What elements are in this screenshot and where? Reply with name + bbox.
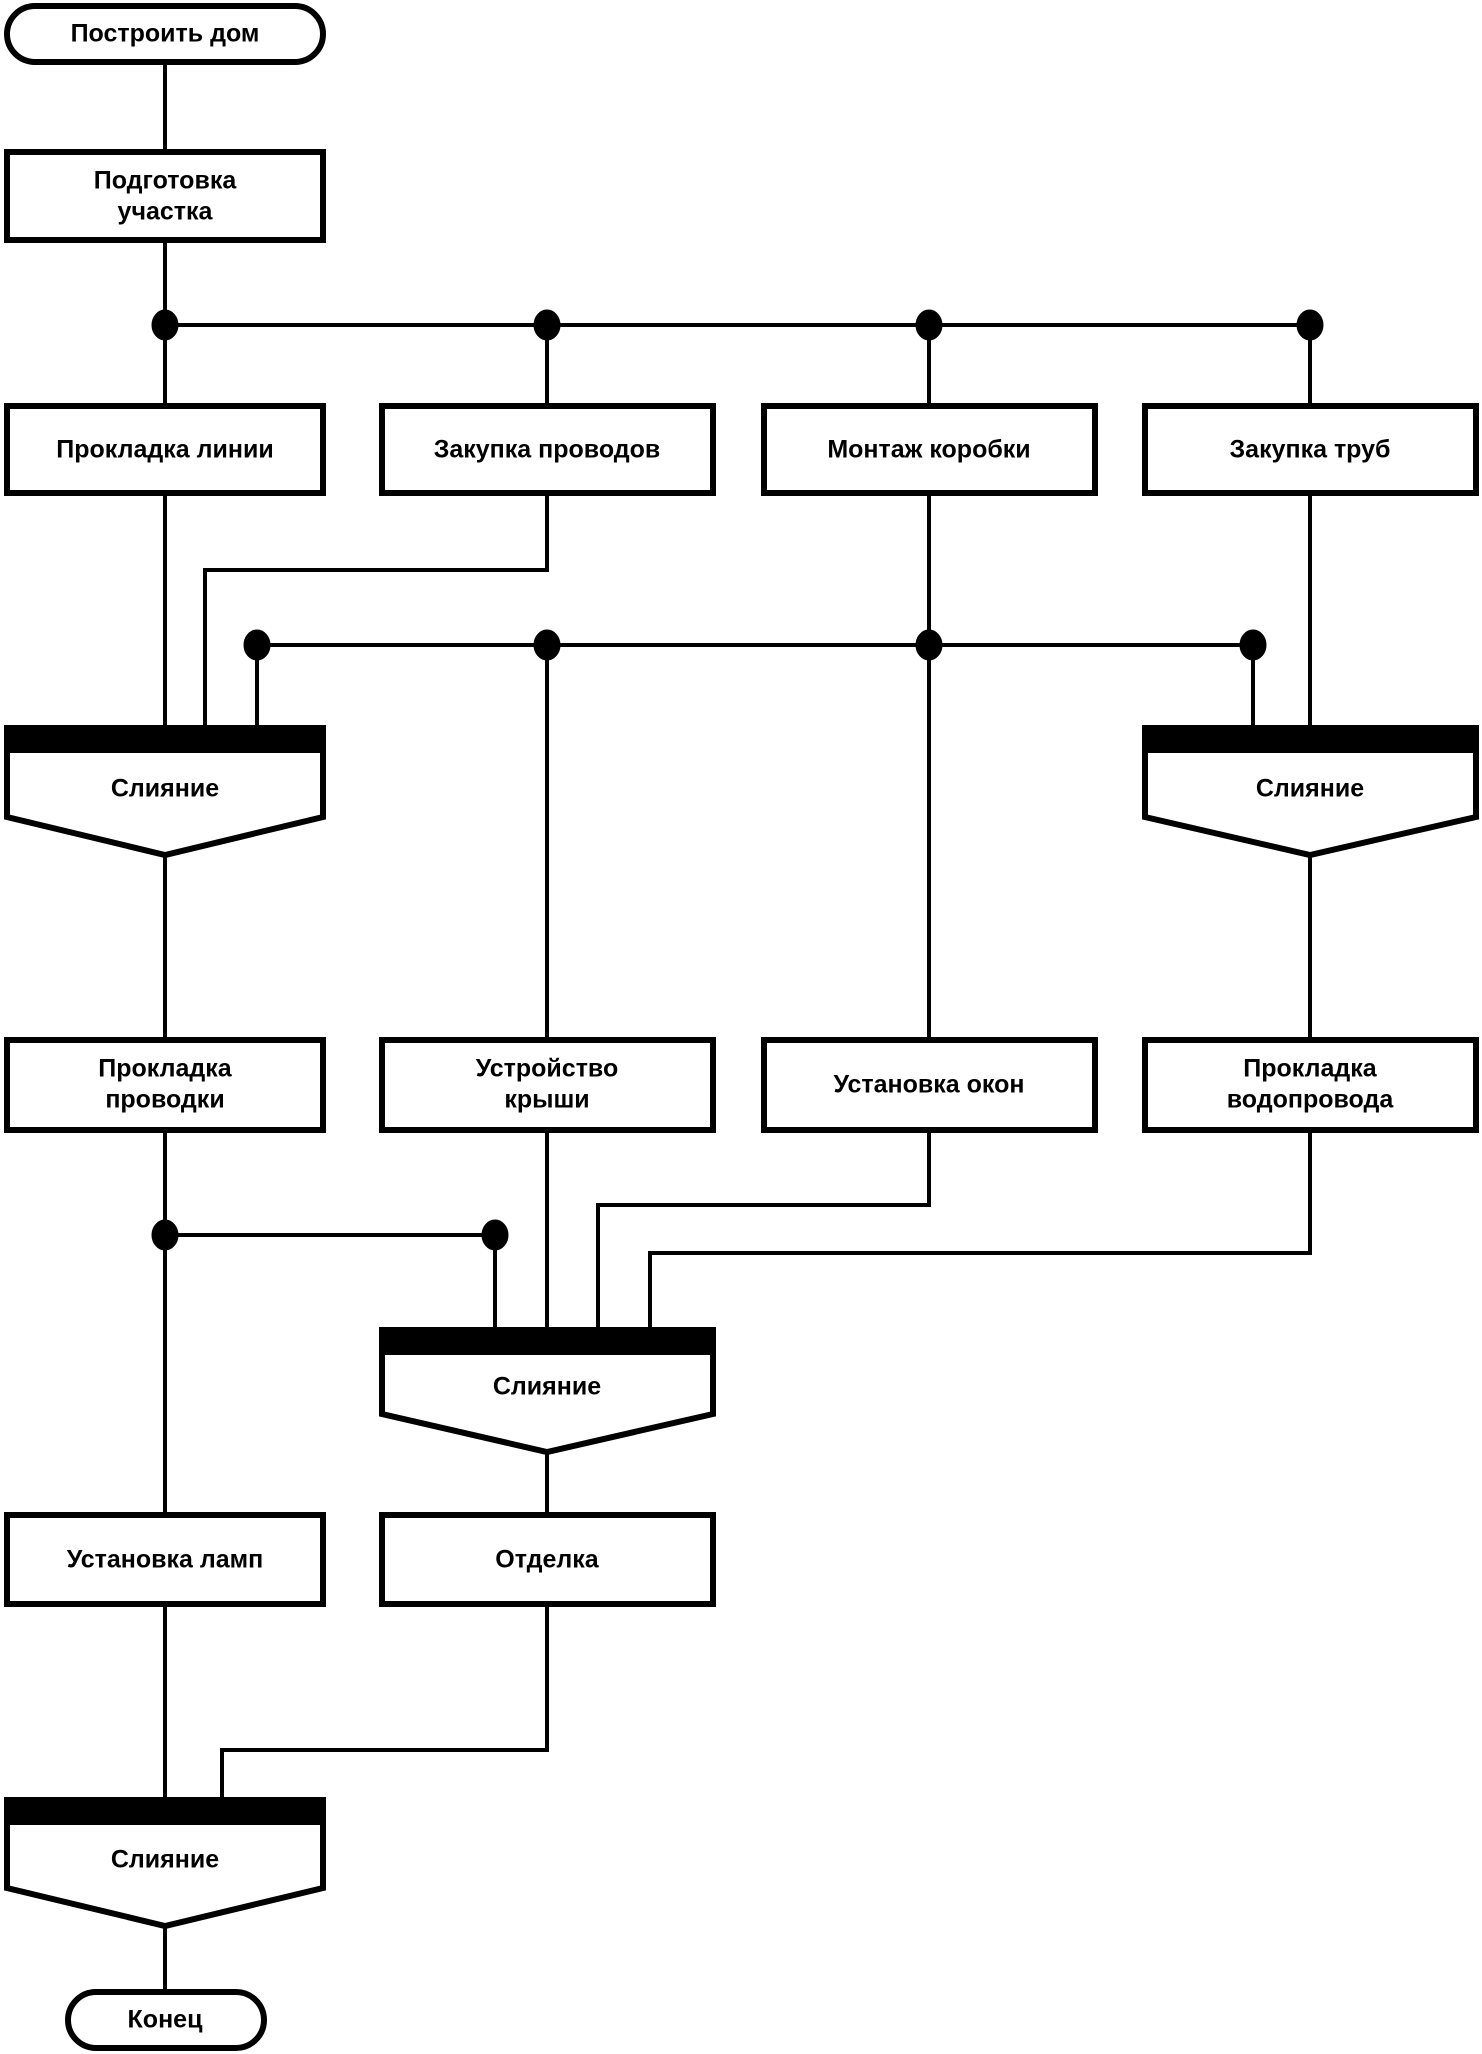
node-plumbing[interactable]: Прокладка водопровода <box>1142 1037 1479 1133</box>
lamps-box <box>4 1512 326 1607</box>
buy-wires-box <box>379 403 716 496</box>
node-merge-right-1[interactable]: Слияние <box>1142 725 1479 859</box>
node-windows[interactable]: Установка окон <box>761 1037 1098 1133</box>
roofing-label-line1: Устройство <box>476 1055 619 1083</box>
node-merge-mid[interactable]: Слияние <box>379 1327 716 1456</box>
merge-left-1-bar <box>6 727 324 753</box>
roofing-box <box>379 1037 716 1133</box>
finishing-box <box>379 1512 716 1607</box>
plumbing-label-line1: Прокладка <box>1243 1055 1377 1083</box>
node-line-laying[interactable]: Прокладка линии <box>4 403 326 496</box>
node-merge-left-1[interactable]: Слияние <box>4 725 326 859</box>
node-wiring[interactable]: Прокладка проводки <box>4 1037 326 1133</box>
edge-finishing-to-merge-bottom <box>220 1604 549 1800</box>
buy-pipes-label: Закупка труб <box>1230 436 1391 464</box>
windows-label: Установка окон <box>834 1071 1025 1099</box>
line-laying-box <box>4 403 326 496</box>
merge-bottom-bar <box>6 1799 324 1825</box>
fork-dot-1b[interactable] <box>533 309 561 341</box>
fork-row-2 <box>243 629 1267 661</box>
end-label: Конец <box>128 2006 204 2034</box>
fork-dot-3a[interactable] <box>151 1219 179 1251</box>
node-roofing[interactable]: Устройство крыши <box>379 1037 716 1133</box>
line-laying-label: Прокладка линии <box>56 436 273 464</box>
node-buy-wires[interactable]: Закупка проводов <box>379 403 716 496</box>
end-terminator-shape <box>65 1989 267 2051</box>
node-lamps[interactable]: Установка ламп <box>4 1512 326 1607</box>
site-prep-label-line2: участка <box>118 198 214 226</box>
fork-dot-2a[interactable] <box>243 629 271 661</box>
finishing-label: Отделка <box>495 1546 600 1574</box>
windows-box <box>761 1037 1098 1133</box>
edge-windows-to-merge-mid <box>596 1130 931 1330</box>
wiring-label-line2: проводки <box>105 1086 224 1114</box>
merge-right-1-bar <box>1144 727 1477 753</box>
buy-wires-label: Закупка проводов <box>434 436 661 464</box>
node-finishing[interactable]: Отделка <box>379 1512 716 1607</box>
start-label: Построить дом <box>71 20 260 48</box>
node-box-mount[interactable]: Монтаж коробки <box>761 403 1098 496</box>
plumbing-label-line2: водопровода <box>1227 1086 1395 1114</box>
fork-dot-1d[interactable] <box>1296 309 1324 341</box>
plumbing-box <box>1142 1037 1479 1133</box>
merge-right-1-label: Слияние <box>1256 775 1364 803</box>
site-prep-box <box>4 149 326 243</box>
edge-buy-wires-to-merge-left <box>203 493 549 728</box>
wiring-label-line1: Прокладка <box>98 1055 232 1083</box>
lamps-label: Установка ламп <box>67 1546 264 1574</box>
merge-mid-label: Слияние <box>493 1373 601 1401</box>
node-start[interactable]: Построить дом <box>4 3 326 65</box>
wiring-box <box>4 1037 326 1133</box>
site-prep-label-line1: Подготовка <box>94 167 238 195</box>
fork-dot-2c[interactable] <box>915 629 943 661</box>
roofing-label-line2: крыши <box>504 1086 589 1114</box>
fork-dot-2d[interactable] <box>1239 629 1267 661</box>
fork-dot-3b[interactable] <box>481 1219 509 1251</box>
fork-row-1 <box>151 309 1324 341</box>
merge-left-1-label: Слияние <box>111 775 219 803</box>
node-merge-bottom[interactable]: Слияние <box>4 1797 326 1930</box>
box-mount-label: Монтаж коробки <box>827 436 1030 464</box>
edge-layer <box>163 62 1312 1992</box>
merge-mid-bar <box>381 1329 714 1355</box>
box-mount-box <box>761 403 1098 496</box>
fork-dot-1c[interactable] <box>915 309 943 341</box>
merge-bottom-label: Слияние <box>111 1846 219 1874</box>
node-buy-pipes[interactable]: Закупка труб <box>1142 403 1479 496</box>
edge-plumbing-to-merge-mid <box>648 1130 1312 1330</box>
node-end[interactable]: Конец <box>65 1989 267 2051</box>
fork-dot-2b[interactable] <box>533 629 561 661</box>
fork-row-3 <box>151 1219 509 1251</box>
fork-dot-1a[interactable] <box>151 309 179 341</box>
buy-pipes-box <box>1142 403 1479 496</box>
start-terminator-shape <box>4 3 326 65</box>
node-site-prep[interactable]: Подготовка участка <box>4 149 326 243</box>
